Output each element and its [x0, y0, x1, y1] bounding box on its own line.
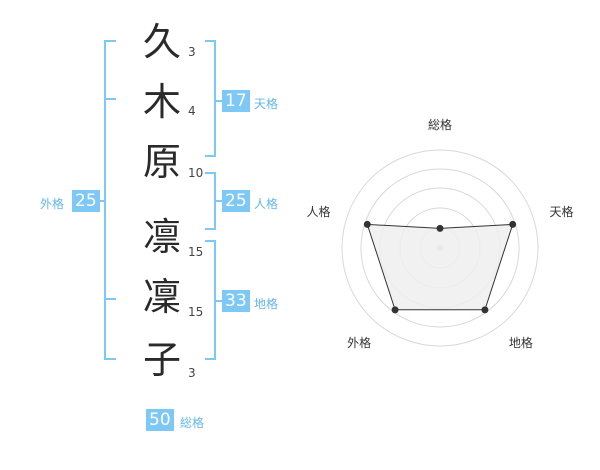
chikaku-bracket-tick	[205, 358, 216, 360]
radar-point	[436, 224, 444, 232]
jinkaku-bracket-mid	[214, 200, 222, 202]
stroke-count-6: 3	[188, 366, 196, 380]
radar-axis-label: 外格	[347, 335, 371, 350]
radar-axis-label: 人格	[306, 204, 330, 219]
gaikaku-bracket-mid	[98, 200, 106, 202]
radar-point	[509, 220, 517, 228]
tenkaku-label: 天格	[254, 97, 279, 111]
soukaku-badge: 50	[146, 409, 174, 431]
stroke-count-4: 15	[188, 245, 204, 259]
stroke-count-1: 3	[188, 45, 196, 59]
jinkaku-label: 人格	[254, 197, 279, 211]
tenkaku-bracket-tick	[205, 155, 216, 157]
gaikaku-bracket-tick	[104, 40, 116, 42]
gaikaku-bracket-tick	[104, 98, 116, 100]
radar-axis-label: 天格	[550, 204, 574, 219]
radar-axis-label: 総格	[428, 117, 452, 132]
name-char-5: 凜	[142, 275, 181, 319]
chikaku-bracket-mid	[214, 300, 222, 302]
stroke-count-5: 15	[188, 305, 204, 319]
name-char-4: 凛	[142, 215, 181, 259]
gaikaku-badge: 25	[72, 190, 100, 212]
name-char-3: 原	[142, 140, 181, 184]
radar-points	[363, 220, 517, 314]
chikaku-badge: 33	[222, 290, 250, 312]
name-char-1: 久	[142, 20, 181, 64]
radar-polygon	[366, 223, 514, 311]
stroke-count-3: 10	[188, 166, 204, 180]
chikaku-bracket-tick	[205, 240, 216, 242]
jinkaku-bracket-tick	[205, 228, 216, 230]
radar-axis-label: 地格	[509, 335, 533, 350]
jinkaku-badge: 25	[222, 190, 250, 212]
name-char-2: 木	[142, 80, 181, 124]
radar-point	[391, 306, 399, 314]
stroke-count-2: 4	[188, 104, 196, 118]
tenkaku-bracket-tick	[205, 40, 216, 42]
radar-ring	[341, 149, 539, 347]
radar-ring	[360, 168, 520, 328]
gaikaku-bracket-tick	[104, 358, 116, 360]
tenkaku-bracket-mid	[214, 100, 222, 102]
soukaku-label: 総格	[180, 416, 205, 430]
name-char-6: 子	[142, 338, 181, 382]
radar-point	[481, 306, 489, 314]
gaikaku-bracket-tick	[104, 298, 116, 300]
jinkaku-bracket-tick	[205, 172, 216, 174]
tenkaku-bracket	[214, 40, 216, 157]
chikaku-label: 地格	[254, 297, 279, 311]
radar-point	[363, 220, 371, 228]
tenkaku-badge: 17	[222, 90, 250, 112]
gaikaku-label: 外格	[40, 197, 65, 211]
